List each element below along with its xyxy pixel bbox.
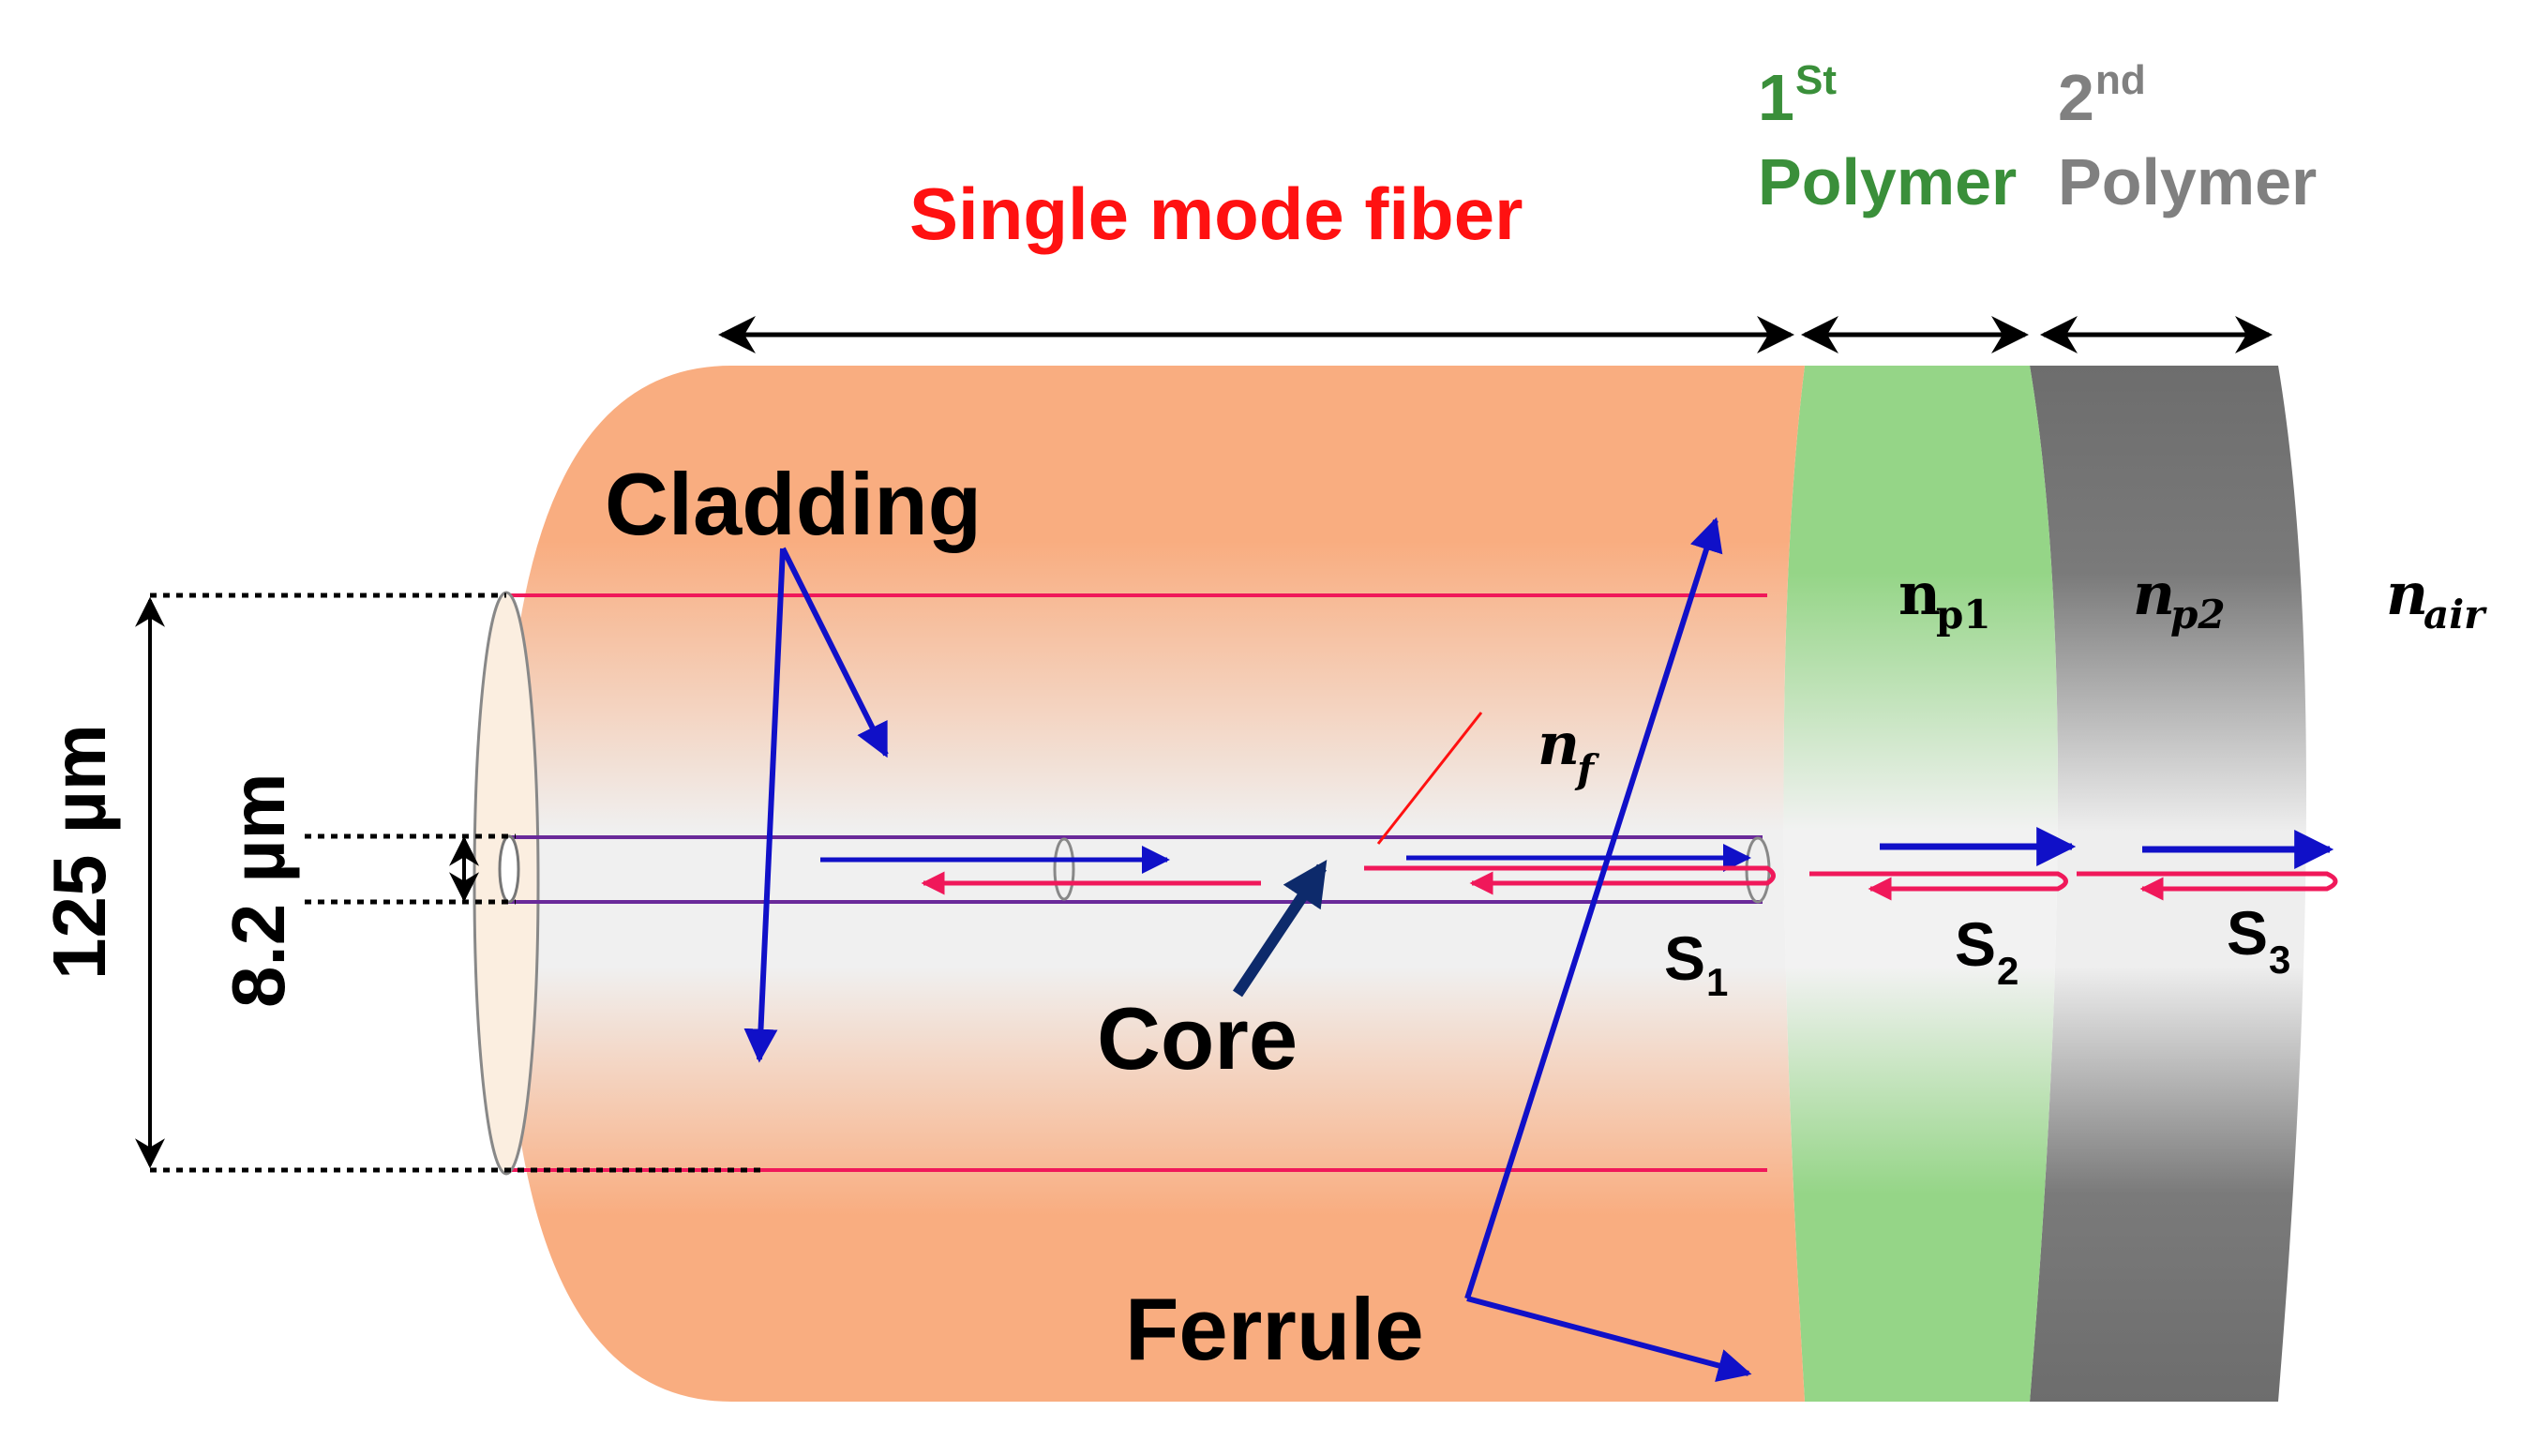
- n-air-label: n air: [2386, 560, 2487, 638]
- core-diameter-label: 8.2 µm: [217, 773, 300, 1008]
- polymer2-title: 2 nd Polymer: [2058, 57, 2317, 218]
- polymer1-title: 1 St Polymer: [1758, 57, 2017, 218]
- cladding-pointer-right: [780, 547, 889, 758]
- nf-pointer-line: [1376, 712, 1483, 845]
- polymer1-disc: [1783, 366, 2058, 1402]
- polymer2-disc: [2030, 366, 2306, 1402]
- ferrule-label: Ferrule: [1125, 1280, 1424, 1378]
- fiber-title: Single mode fiber: [909, 173, 1523, 255]
- n-p1-label: n p1: [1898, 560, 1991, 638]
- core-mid-ring: [1053, 837, 1075, 901]
- reflection-loop-s1: [1364, 865, 1776, 895]
- core-label: Core: [1097, 989, 1298, 1088]
- ferrule-pointer-right: [1466, 1296, 1752, 1383]
- s2-label: S 2: [1955, 909, 2018, 993]
- cladding-pointer-down: [743, 548, 786, 1063]
- n-p2-label: n p2: [2133, 560, 2226, 638]
- s1-label: S 1: [1664, 923, 1728, 1004]
- core-end-face: [498, 834, 520, 904]
- s3-label: S 3: [2227, 898, 2290, 982]
- cladding-label: Cladding: [605, 455, 982, 553]
- ferrule-pointer-up: [1464, 517, 1723, 1299]
- core-pointer-arrow: [1233, 860, 1328, 998]
- outer-diameter-label: 125 µm: [38, 724, 121, 980]
- reflection-loop-s3: [2077, 871, 2338, 901]
- reflection-loop-s2: [1809, 871, 2068, 901]
